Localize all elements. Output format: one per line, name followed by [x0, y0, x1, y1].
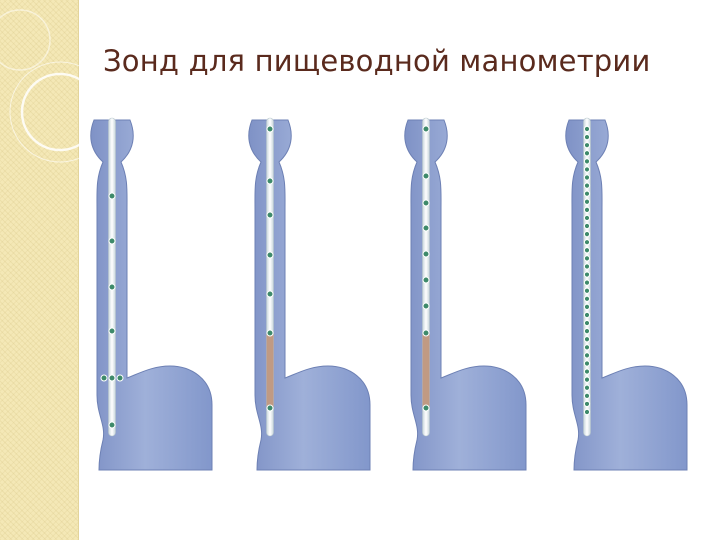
- pressure-sensor: [116, 374, 124, 382]
- pressure-sensor: [266, 404, 274, 412]
- decorative-side-strip: [0, 0, 79, 540]
- pressure-sensor: [583, 360, 591, 367]
- pressure-sensor: [422, 125, 430, 133]
- pressure-sensor: [583, 255, 591, 262]
- sleeve-sensor-3: [422, 333, 430, 408]
- probe-2: [248, 117, 371, 471]
- esophagus-stomach-2: [248, 119, 371, 471]
- pressure-sensor: [583, 190, 591, 197]
- pressure-sensor: [583, 311, 591, 319]
- pressure-sensor: [266, 125, 274, 133]
- pressure-sensor: [100, 374, 108, 382]
- pressure-sensor: [583, 400, 591, 408]
- pressure-sensor: [266, 329, 274, 337]
- probes-illustration: [90, 117, 688, 471]
- esophagus-stomach-1: [90, 119, 213, 471]
- probe-3: [404, 117, 527, 471]
- decorative-circles: [0, 9, 111, 163]
- pressure-sensor: [266, 177, 274, 185]
- pressure-sensor: [583, 319, 591, 327]
- pressure-sensor: [108, 374, 116, 382]
- pressure-sensor: [583, 263, 591, 270]
- pressure-sensor: [583, 287, 591, 294]
- pressure-sensor: [583, 142, 591, 149]
- pressure-sensor: [266, 211, 274, 219]
- pressure-sensor: [583, 368, 591, 375]
- pressure-sensor: [583, 182, 591, 189]
- pressure-sensor: [583, 247, 591, 254]
- pressure-sensor: [583, 214, 591, 222]
- pressure-sensor: [108, 421, 116, 429]
- pressure-sensor: [583, 174, 591, 181]
- pressure-sensor: [266, 251, 274, 259]
- pressure-sensor: [583, 198, 591, 205]
- probe-1: [90, 117, 213, 471]
- pressure-sensor: [422, 276, 430, 284]
- sleeve-sensor-2: [266, 333, 274, 408]
- pressure-sensor: [422, 172, 430, 180]
- pressure-sensor: [583, 344, 591, 351]
- pressure-sensor: [422, 329, 430, 337]
- pressure-sensor: [108, 327, 116, 335]
- pressure-sensor: [583, 295, 591, 302]
- pressure-sensor: [422, 224, 430, 232]
- catheter-1: [108, 117, 116, 437]
- probe-4: [565, 117, 688, 471]
- esophagus-stomach-3: [404, 119, 527, 471]
- pressure-sensor: [583, 271, 591, 278]
- pressure-sensor: [583, 328, 591, 335]
- pressure-sensor: [583, 303, 591, 310]
- pressure-sensor: [583, 125, 591, 133]
- pressure-sensor: [422, 302, 430, 310]
- pressure-sensor: [108, 192, 116, 200]
- pressure-sensor: [583, 376, 591, 383]
- pressure-sensor: [583, 279, 591, 286]
- pressure-sensor: [583, 166, 591, 173]
- esophagus-stomach-4: [565, 119, 688, 471]
- pressure-sensor: [108, 237, 116, 245]
- pressure-sensor: [266, 290, 274, 298]
- pressure-sensor: [583, 133, 591, 141]
- pressure-sensor: [583, 392, 591, 399]
- pressure-sensor: [422, 404, 430, 412]
- pressure-sensor: [583, 206, 591, 213]
- pressure-sensor: [422, 250, 430, 258]
- pressure-sensor: [583, 231, 591, 238]
- pressure-sensor: [583, 352, 591, 359]
- slide-title: Зонд для пищеводной манометрии: [103, 44, 651, 78]
- pressure-sensor: [583, 384, 591, 391]
- pressure-sensor: [583, 150, 591, 157]
- pressure-sensor: [583, 158, 591, 165]
- pressure-sensor: [422, 199, 430, 207]
- pressure-sensor: [583, 239, 591, 246]
- manometry-probes-figure: [88, 112, 720, 482]
- pressure-sensor: [583, 336, 591, 343]
- pressure-sensor: [108, 283, 116, 291]
- pressure-sensor: [583, 222, 591, 230]
- pressure-sensor: [583, 408, 591, 416]
